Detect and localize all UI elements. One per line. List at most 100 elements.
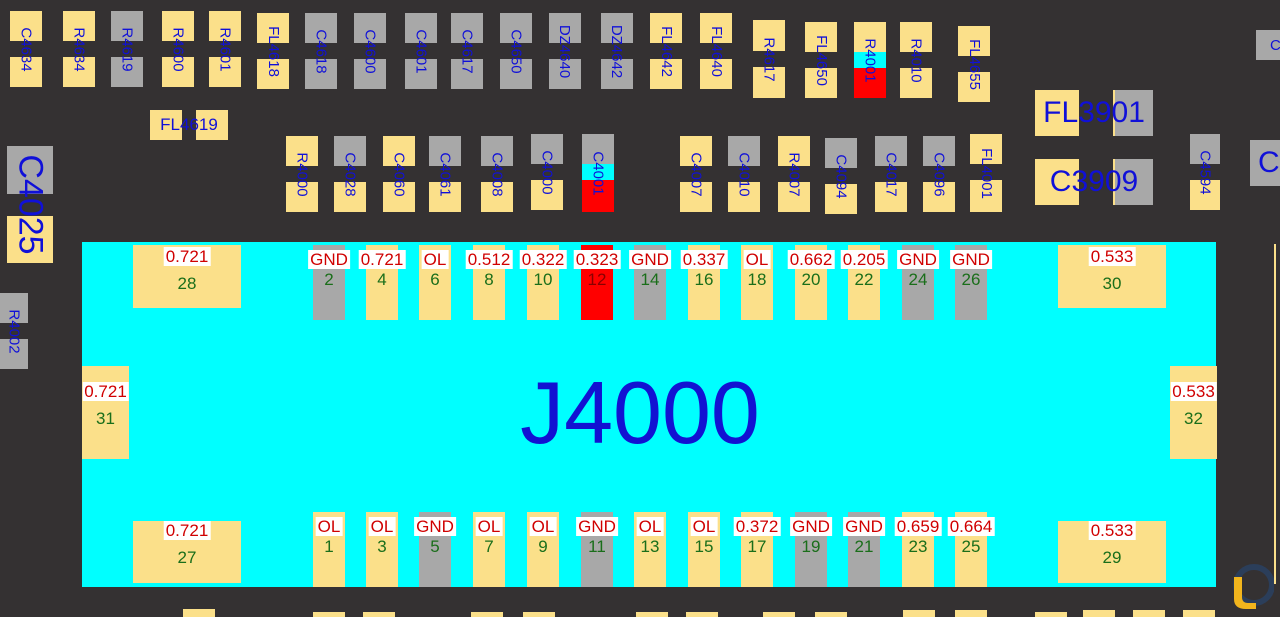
component-label: C4017: [882, 151, 900, 197]
bottom-pad-strip: [0, 609, 1280, 617]
pin-value: 0.533: [1088, 521, 1136, 540]
component-c4000[interactable]: C4000: [531, 134, 563, 210]
component-label: C4594: [1196, 149, 1214, 195]
component-r4010[interactable]: R4010: [900, 22, 932, 98]
component-label: C4028: [341, 151, 359, 197]
component-r4007[interactable]: R4007: [778, 136, 810, 212]
component-r4002[interactable]: R4002: [0, 293, 28, 369]
pin-value: 0.337: [680, 250, 728, 269]
component-label: FL4618: [264, 25, 282, 77]
component-r4634[interactable]: R4634: [63, 11, 95, 87]
component-label: C4025: [11, 154, 50, 255]
pin-number: 12: [587, 270, 607, 289]
component-label: DZ4642: [608, 24, 626, 78]
pin-number: 28: [177, 274, 197, 293]
pin-number: 15: [694, 537, 714, 556]
component-fl4655[interactable]: FL4655: [958, 26, 990, 102]
pin-number: 17: [747, 537, 767, 556]
component-c4028[interactable]: C4028: [334, 136, 366, 212]
component-c4061[interactable]: C4061: [429, 136, 461, 212]
component-label: C4650: [507, 28, 525, 74]
component-fl4001[interactable]: FL4001: [970, 134, 1002, 212]
pin-value: OL: [368, 517, 396, 536]
pin-number: 6: [430, 270, 440, 289]
pin-number: 5: [430, 537, 440, 556]
component-c4017[interactable]: C4017: [875, 136, 907, 212]
pin-value: GND: [843, 517, 885, 536]
component-dz4642[interactable]: DZ4642: [601, 13, 633, 89]
pin-number: 27: [177, 548, 197, 567]
component-label: C3909: [1049, 165, 1139, 198]
component-label: FL4642: [657, 25, 675, 77]
component-label: C4010: [735, 151, 753, 197]
component-r4619[interactable]: R4619: [111, 11, 143, 87]
component-c4001[interactable]: C4001: [582, 134, 614, 212]
component-label: C4001: [589, 150, 607, 196]
component-label: C4000: [538, 149, 556, 195]
pin-value: OL: [529, 517, 557, 536]
pin-value: 0.205: [840, 250, 888, 269]
pin-value: 0.533: [1088, 247, 1136, 266]
component-label: R4002: [5, 308, 23, 354]
component-dz4640[interactable]: DZ4640: [549, 13, 581, 89]
pin-number: 16: [694, 270, 714, 289]
component-c4060[interactable]: C4060: [383, 136, 415, 212]
pin-number: 2: [324, 270, 334, 289]
component-fl4619[interactable]: FL4619: [150, 110, 228, 140]
component-c4007[interactable]: C4007: [680, 136, 712, 212]
pin-value: 0.721: [82, 382, 129, 401]
component-c4094[interactable]: C4094: [825, 138, 857, 214]
pin-number: 26: [961, 270, 981, 289]
component-label: FL4650: [812, 34, 830, 86]
pin-number: 13: [640, 537, 660, 556]
component-label: FL4640: [707, 25, 725, 77]
component-label: C: [1270, 36, 1280, 54]
component-r4000[interactable]: R4000: [286, 136, 318, 212]
component-label: R4007: [785, 151, 803, 197]
component-r4600[interactable]: R4600: [162, 11, 194, 87]
component-c3909[interactable]: C3909: [1035, 159, 1153, 205]
component-fl4640[interactable]: FL4640: [700, 13, 732, 89]
component-fl3901[interactable]: FL3901: [1035, 90, 1153, 136]
component-r4617[interactable]: R4617: [753, 20, 785, 98]
pin-value: 0.721: [163, 521, 211, 540]
component-label: C4007: [687, 151, 705, 197]
pin-31[interactable]: [82, 366, 129, 459]
pin-number: 31: [96, 409, 115, 428]
component-label: C: [1258, 146, 1280, 179]
component-c4617[interactable]: C4617: [451, 13, 483, 89]
component-fl4642[interactable]: FL4642: [650, 13, 682, 89]
component-c4634[interactable]: C4634: [10, 11, 42, 87]
component-label: R4010: [907, 37, 925, 83]
component-r4601[interactable]: R4601: [209, 11, 241, 87]
component-label: C4060: [390, 151, 408, 197]
component-c-edge-right[interactable]: C: [1250, 140, 1280, 186]
component-c-edge-top[interactable]: C: [1256, 30, 1280, 60]
component-label: R4000: [293, 151, 311, 197]
connector-designator: J4000: [520, 363, 760, 462]
component-c4618[interactable]: C4618: [305, 13, 337, 89]
pin-number: 4: [377, 270, 387, 289]
pin-32[interactable]: [1170, 366, 1217, 459]
component-label: C4061: [436, 151, 454, 197]
pin-value: OL: [636, 517, 664, 536]
pin-number: 29: [1102, 548, 1122, 567]
component-c4096[interactable]: C4096: [923, 136, 955, 212]
component-c4650[interactable]: C4650: [500, 13, 532, 89]
component-r4001[interactable]: R4001: [854, 22, 886, 98]
component-c4008[interactable]: C4008: [481, 136, 513, 212]
pin-value: 0.659: [894, 517, 942, 536]
component-c4594[interactable]: C4594: [1190, 134, 1220, 210]
component-fl4650[interactable]: FL4650: [805, 22, 837, 98]
component-label: FL3901: [1043, 96, 1145, 129]
component-fl4618[interactable]: FL4618: [257, 13, 289, 89]
pin-number: 8: [484, 270, 494, 289]
component-c4600[interactable]: C4600: [354, 13, 386, 89]
pin-value: 0.664: [947, 517, 995, 536]
component-c4010[interactable]: C4010: [728, 136, 760, 212]
pin-number: 20: [801, 270, 821, 289]
component-c4601[interactable]: C4601: [405, 13, 437, 89]
pin-value: GND: [576, 517, 618, 536]
component-label: FL4619: [160, 115, 218, 134]
component-c4025[interactable]: C4025: [7, 146, 53, 263]
